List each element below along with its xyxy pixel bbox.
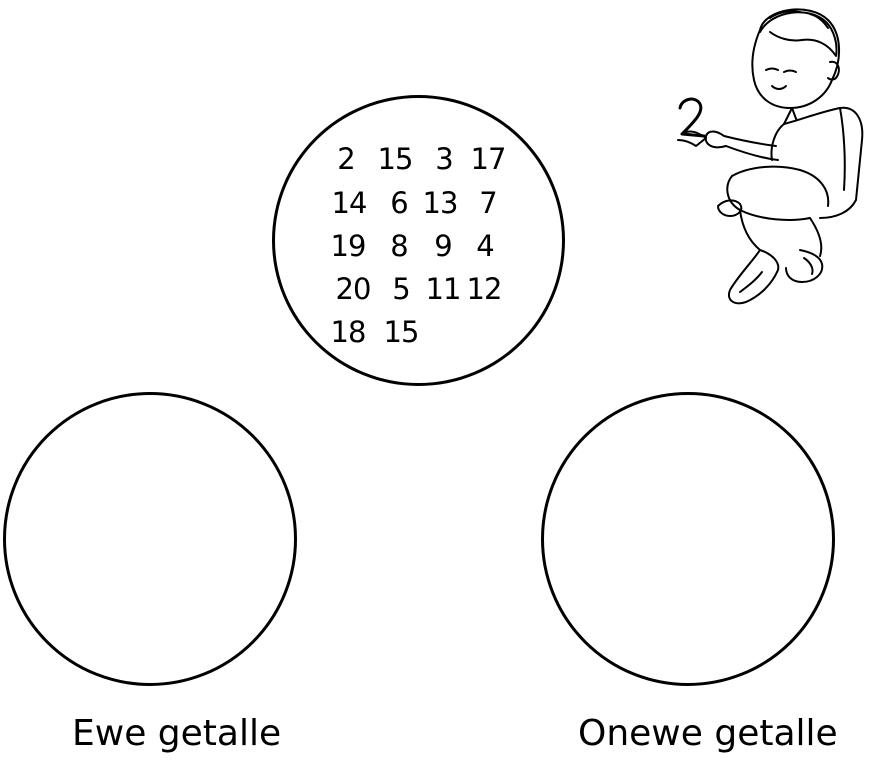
number-item[interactable]: 7 xyxy=(479,186,497,220)
number-item[interactable]: 4 xyxy=(476,229,494,263)
number-item[interactable]: 15 xyxy=(383,315,420,349)
number-item[interactable]: 12 xyxy=(466,272,503,306)
odd-numbers-circle[interactable] xyxy=(541,392,835,686)
number-item[interactable]: 15 xyxy=(377,142,414,176)
number-item[interactable]: 11 xyxy=(425,272,462,306)
number-item[interactable]: 5 xyxy=(392,272,410,306)
even-numbers-circle[interactable] xyxy=(3,392,297,686)
number-item[interactable]: 6 xyxy=(390,186,408,220)
number-item[interactable]: 8 xyxy=(390,229,408,263)
number-item[interactable]: 14 xyxy=(331,186,368,220)
number-item[interactable]: 3 xyxy=(435,142,453,176)
number-pool-circle: 2 15 3 17 14 6 13 7 19 8 9 4 20 5 11 12 … xyxy=(272,95,565,386)
number-item[interactable]: 2 xyxy=(337,142,355,176)
odd-numbers-label: Onewe getalle xyxy=(578,713,838,754)
number-item[interactable]: 13 xyxy=(422,186,459,220)
number-item[interactable]: 19 xyxy=(330,229,367,263)
child-holding-number-icon xyxy=(677,8,864,305)
number-item[interactable]: 17 xyxy=(470,142,507,176)
number-item[interactable]: 20 xyxy=(335,272,372,306)
number-item[interactable]: 18 xyxy=(330,315,367,349)
even-numbers-label: Ewe getalle xyxy=(72,713,282,754)
number-item[interactable]: 9 xyxy=(434,229,452,263)
